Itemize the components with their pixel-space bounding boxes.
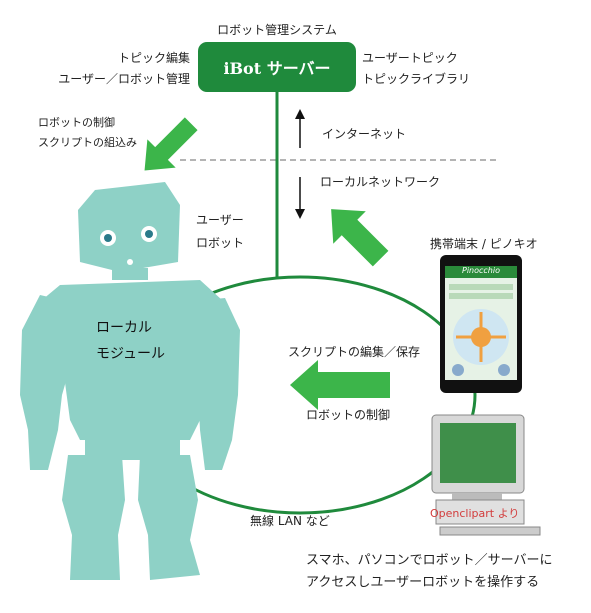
footer-line-2: アクセスしユーザーロボットを操作する [306, 575, 540, 590]
desktop-computer-icon [431, 414, 541, 536]
lan-label: 無線 LAN など [250, 514, 330, 528]
local-network-label: ローカルネットワーク [320, 175, 441, 189]
internet-label: インターネット [322, 127, 407, 141]
server-box: iBot サーバー [198, 42, 356, 92]
control-label-2: スクリプトの組込み [38, 136, 137, 149]
local-down-arrow [295, 177, 305, 219]
user-robot-label-1: ユーザー [196, 213, 244, 227]
module-label-2: モジュール [96, 346, 166, 362]
mobile-to-server-arrow [331, 209, 389, 267]
control-arrow [144, 117, 198, 171]
edit-arrow [290, 360, 390, 410]
smartphone-icon [440, 255, 522, 393]
mobile-caption: 携帯端末 / ピノキオ [430, 237, 538, 251]
server-caption: ロボット管理システム [217, 23, 337, 37]
server-name: iBot サーバー [223, 59, 331, 78]
footer-line-1: スマホ、パソコンでロボット／サーバーに [306, 553, 553, 568]
script-edit-label: スクリプトの編集／保存 [288, 345, 421, 359]
server-right-line-2: トピックライブラリ [362, 72, 471, 86]
internet-up-arrow [295, 109, 305, 148]
user-robot-label-2: ロボット [196, 236, 245, 250]
control-label-1: ロボットの制御 [38, 116, 115, 129]
mobile-app-name: Pinocchio [462, 266, 500, 275]
server-left-line-1: トピック編集 [117, 51, 190, 65]
module-label-1: ローカル [96, 320, 152, 336]
credit-label: Openclipart より [430, 507, 520, 520]
server-left-line-2: ユーザー／ロボット管理 [58, 72, 190, 86]
robot-control-label: ロボットの制御 [306, 408, 391, 422]
robot-figure [20, 182, 240, 580]
server-right-line-1: ユーザートピック [362, 51, 458, 65]
